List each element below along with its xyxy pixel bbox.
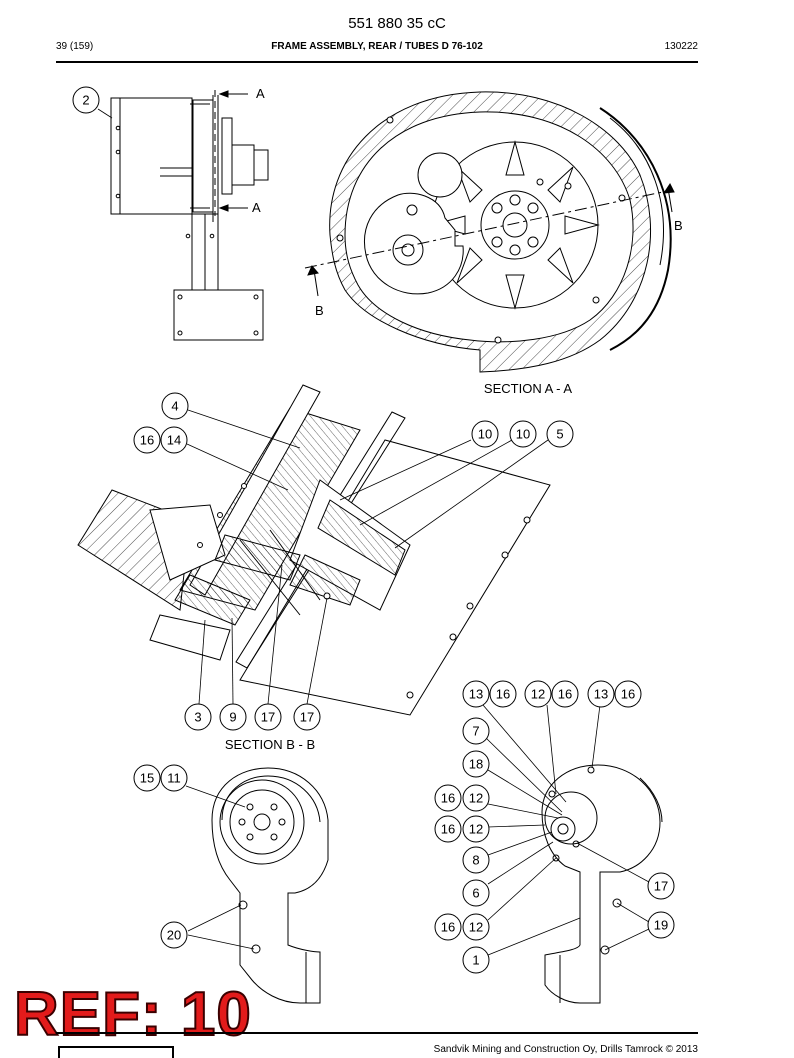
svg-text:12: 12 [469,920,483,935]
svg-text:16: 16 [621,687,635,702]
ref-watermark: REF: 10 [13,980,252,1049]
svg-text:4: 4 [171,399,178,414]
svg-text:16: 16 [496,687,510,702]
section-bb-cut-line [304,183,675,297]
svg-text:13: 13 [594,687,608,702]
svg-text:17: 17 [654,879,668,894]
callout-item: 12 [462,784,490,812]
svg-text:16: 16 [558,687,572,702]
svg-text:7: 7 [472,724,479,739]
page-title: FRAME ASSEMBLY, REAR / TUBES D 76-102 [271,41,483,52]
callout-item: 7 [462,717,490,745]
svg-text:13: 13 [469,687,483,702]
svg-text:16: 16 [441,822,455,837]
callout-item: 17 [293,703,321,731]
svg-text:11: 11 [167,771,181,786]
callout-item: 9 [219,703,247,731]
callout-item: 12 [462,815,490,843]
svg-text:12: 12 [469,822,483,837]
section-aa-view [329,91,672,373]
callout-item: 17 [254,703,282,731]
svg-text:10: 10 [516,427,530,442]
callout-bubbles: 2 4 16 14 10 10 5 3 9 17 17 15 11 20 13 … [72,86,675,974]
svg-text:20: 20 [167,928,181,943]
svg-text:19: 19 [654,918,668,933]
footer-rule [56,1032,698,1034]
section-bb-label: SECTION B - B [225,737,315,752]
document-number: 551 880 35 cC [348,15,446,32]
svg-text:3: 3 [194,710,201,725]
callout-item: 3 [184,703,212,731]
callout-item: 1 [462,946,490,974]
svg-text:16: 16 [140,433,154,448]
callout-item: 12 [462,913,490,941]
callout-item: 20 [160,921,188,949]
callout-item: 11 [160,764,188,792]
header-rule [56,61,698,63]
svg-text:15: 15 [140,771,154,786]
callout-item: 13 [587,680,615,708]
callout-item: 13 [462,680,490,708]
callout-item: 4 [161,392,189,420]
svg-text:17: 17 [300,710,314,725]
callout-item: 16 [614,680,642,708]
cut-marker-a-top: A [256,86,265,101]
callout-item: 5 [546,420,574,448]
svg-text:8: 8 [472,853,479,868]
svg-text:2: 2 [82,93,89,108]
svg-text:18: 18 [469,757,483,772]
section-aa-cut-markers [214,90,248,216]
page-number: 39 (159) [56,41,94,52]
callout-item: 15 [133,764,161,792]
callout-item: 16 [434,913,462,941]
svg-text:6: 6 [472,886,479,901]
callout-item: 8 [462,846,490,874]
callout-item: 18 [462,750,490,778]
svg-text:16: 16 [441,791,455,806]
callout-item: 19 [647,911,675,939]
svg-text:5: 5 [556,427,563,442]
callout-item: 10 [509,420,537,448]
callout-item: 14 [160,426,188,454]
callout-item: 17 [647,872,675,900]
leader-lines [97,108,650,956]
callout-item: 16 [434,784,462,812]
front-view-right [541,764,663,1004]
cut-marker-b-left: B [315,303,324,318]
svg-text:12: 12 [531,687,545,702]
footer-copyright: Sandvik Mining and Construction Oy, Dril… [433,1044,698,1055]
callout-item: 16 [133,426,161,454]
callout-item: 12 [524,680,552,708]
callout-item: 2 [72,86,100,114]
svg-text:9: 9 [229,710,236,725]
side-view [110,95,269,341]
svg-text:10: 10 [478,427,492,442]
svg-text:14: 14 [167,433,181,448]
date-code: 130222 [664,41,698,52]
svg-text:16: 16 [441,920,455,935]
section-aa-label: SECTION A - A [484,381,572,396]
svg-text:12: 12 [469,791,483,806]
svg-text:1: 1 [472,953,479,968]
cut-marker-b-right: B [674,218,683,233]
callout-item: 16 [489,680,517,708]
svg-text:17: 17 [261,710,275,725]
cut-marker-a-bottom: A [252,200,261,215]
callout-item: 6 [462,879,490,907]
callout-item: 16 [434,815,462,843]
front-view-left [211,767,329,1004]
callout-item: 10 [471,420,499,448]
callout-item: 16 [551,680,579,708]
sandvik-logo [58,1046,174,1058]
